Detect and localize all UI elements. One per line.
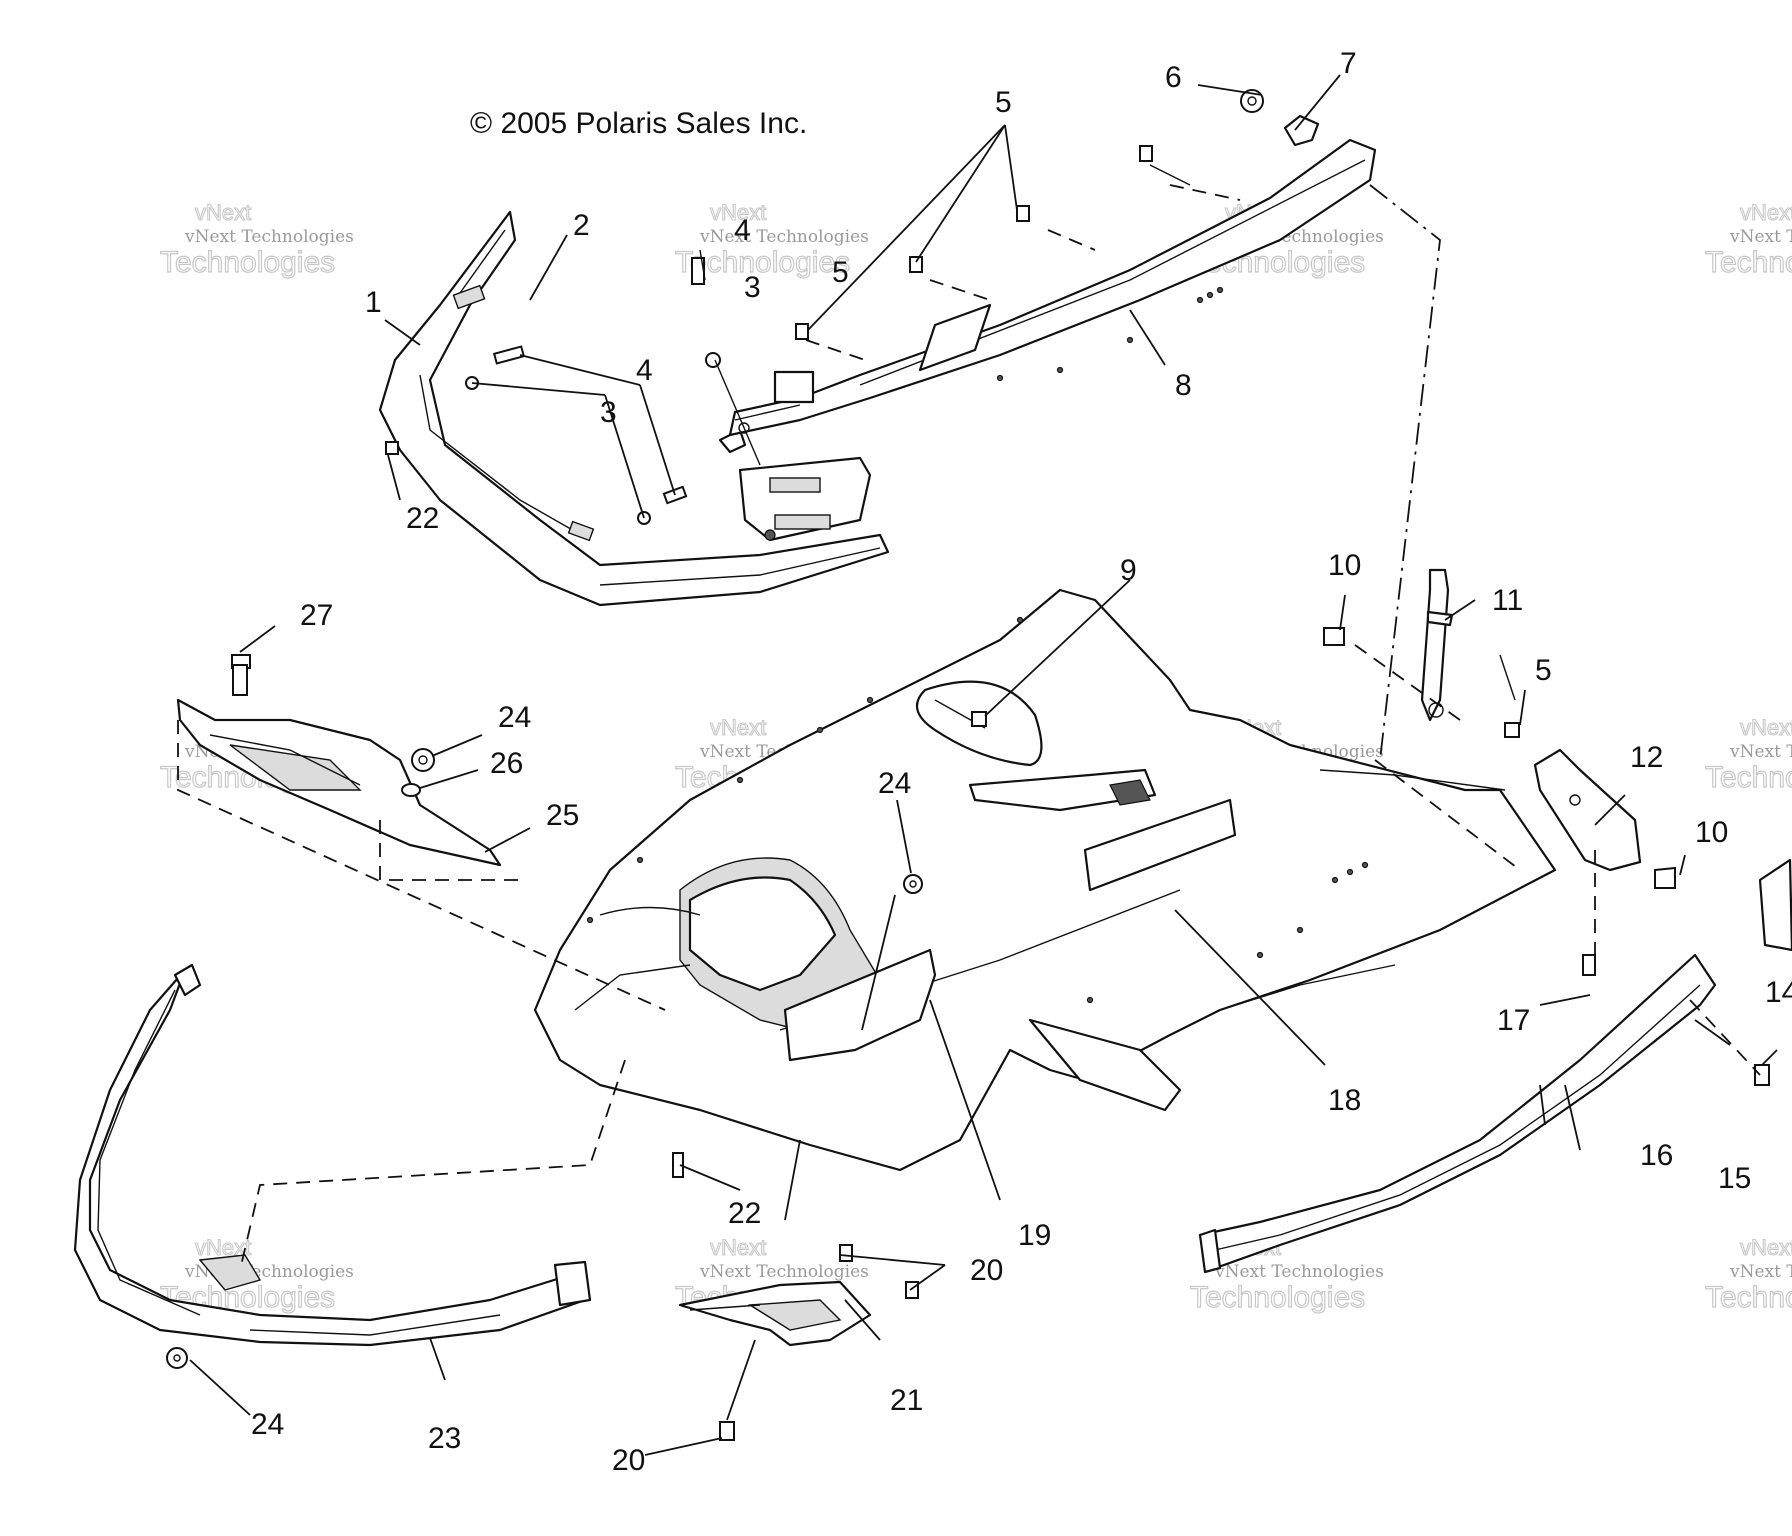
watermark-top: vNext bbox=[710, 715, 766, 740]
assembly-lines bbox=[177, 164, 1761, 1271]
watermark-main: vNext Technologies bbox=[1214, 1262, 1384, 1282]
watermark-top: vNext bbox=[710, 1235, 766, 1260]
callout-4b: 4 bbox=[734, 214, 751, 247]
callout-6: 6 bbox=[1165, 61, 1182, 94]
callout-11: 11 bbox=[1492, 584, 1523, 617]
callout-20a: 20 bbox=[970, 1254, 1003, 1287]
watermark-top: vNext bbox=[1740, 715, 1792, 740]
callout-2: 2 bbox=[573, 209, 590, 242]
callout-23: 23 bbox=[428, 1422, 461, 1455]
callout-5b: 5 bbox=[832, 256, 849, 289]
callout-22b: 22 bbox=[728, 1197, 761, 1230]
callout-8: 8 bbox=[1175, 369, 1192, 402]
callout-15: 15 bbox=[1718, 1162, 1751, 1195]
left-lower-bumper bbox=[73, 963, 592, 1347]
callout-18: 18 bbox=[1328, 1084, 1361, 1117]
callout-25: 25 bbox=[546, 799, 579, 832]
callout-10a: 10 bbox=[1328, 549, 1361, 582]
main-hood-panel bbox=[533, 588, 1557, 1172]
left-side-panel bbox=[176, 698, 502, 867]
callout-14: 14 bbox=[1765, 976, 1792, 1009]
right-edge-clip bbox=[1758, 858, 1792, 952]
lower-skid-plate bbox=[678, 1280, 872, 1347]
watermark-big: Technologies bbox=[1705, 1281, 1792, 1314]
callout-3a: 3 bbox=[600, 396, 617, 429]
right-bracket bbox=[1533, 748, 1642, 872]
watermark-main: vNext Technologies bbox=[699, 227, 869, 247]
callout-10b: 10 bbox=[1695, 816, 1728, 849]
callout-4a: 4 bbox=[636, 354, 653, 387]
hardware-items bbox=[166, 89, 1770, 1441]
link-rod bbox=[1420, 568, 1454, 722]
callout-3b: 3 bbox=[744, 271, 761, 304]
callout-1: 1 bbox=[365, 286, 382, 319]
watermark-main: vNext Technologies bbox=[1729, 742, 1792, 762]
callout-26: 26 bbox=[490, 747, 523, 780]
watermark-main: vNext Technologies bbox=[184, 227, 354, 247]
watermark-main: vNext Technologies bbox=[1729, 1262, 1792, 1282]
watermark-top: vNext bbox=[195, 200, 251, 225]
left-bumper-bracket bbox=[378, 210, 890, 607]
callout-24b: 24 bbox=[878, 767, 911, 800]
callout-9: 9 bbox=[1120, 554, 1137, 587]
callout-20b: 20 bbox=[612, 1444, 645, 1477]
watermark-top: vNext bbox=[1740, 1235, 1792, 1260]
leader-lines bbox=[189, 74, 1778, 1456]
watermark-top: vNext bbox=[1740, 200, 1792, 225]
watermark-big: Technologies bbox=[1190, 1281, 1365, 1314]
watermark-big: Technologies bbox=[1705, 246, 1792, 279]
callout-24c: 24 bbox=[251, 1408, 284, 1441]
watermark-big: Technologies bbox=[1705, 761, 1792, 794]
watermark-main: vNext Technologies bbox=[699, 1262, 869, 1282]
callout-7: 7 bbox=[1340, 47, 1357, 80]
callout-12: 12 bbox=[1630, 741, 1663, 774]
callout-22a: 22 bbox=[406, 502, 439, 535]
callout-21: 21 bbox=[890, 1384, 923, 1417]
right-lower-bumper bbox=[1198, 953, 1717, 1274]
callout-24a: 24 bbox=[498, 701, 531, 734]
callout-5c: 5 bbox=[1535, 654, 1552, 687]
callout-17: 17 bbox=[1497, 1004, 1530, 1037]
callout-19: 19 bbox=[1018, 1219, 1051, 1252]
callout-5a: 5 bbox=[995, 86, 1012, 119]
watermark-top: vNext bbox=[710, 200, 766, 225]
watermark-main: vNext Technologies bbox=[1729, 227, 1792, 247]
callout-27: 27 bbox=[300, 599, 333, 632]
copyright-text: © 2005 Polaris Sales Inc. bbox=[470, 107, 807, 140]
upper-bumper-bar bbox=[728, 114, 1377, 437]
callout-numbers: 1 2 3 3 4 4 5 5 5 6 7 8 9 10 10 11 12 14… bbox=[251, 47, 1792, 1477]
callout-16: 16 bbox=[1640, 1139, 1673, 1172]
watermark-big: Technologies bbox=[160, 246, 335, 279]
